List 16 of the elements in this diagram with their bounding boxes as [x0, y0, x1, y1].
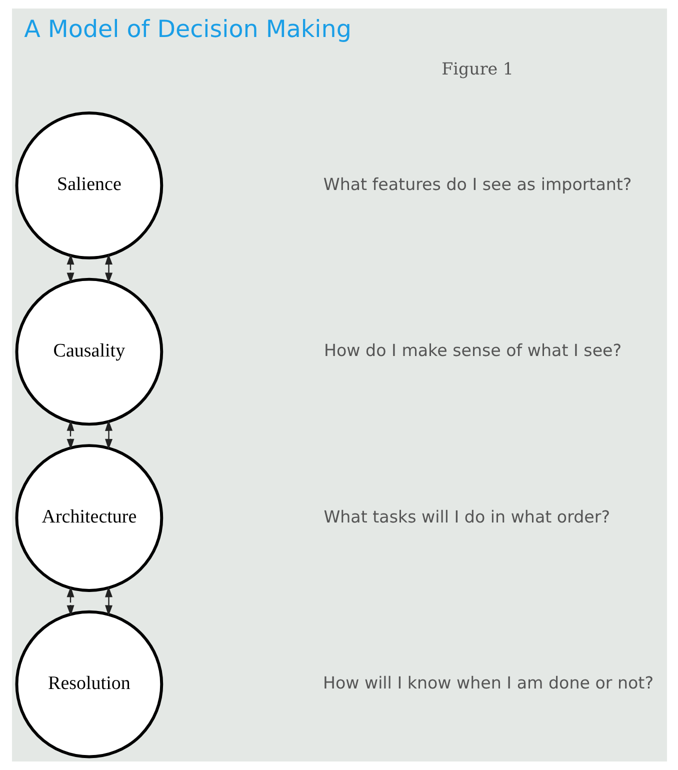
- label: How do I make sense of what I see?: [324, 341, 622, 360]
- node-circle: Causality: [14, 278, 163, 426]
- arrow: [66, 586, 74, 616]
- arrow: [104, 254, 112, 284]
- node-circle: Salience: [14, 112, 163, 260]
- node-circle: Architecture: [14, 444, 163, 592]
- label: Figure 1: [441, 60, 513, 79]
- arrow: [66, 254, 74, 284]
- arrow: [104, 586, 112, 616]
- label: What features do I see as important?: [322, 174, 632, 194]
- arrow: [66, 420, 74, 450]
- diagram-title: A Model of Decision Making: [24, 15, 351, 44]
- label: What tasks will I do in what order?: [323, 507, 610, 526]
- node-circle: Resolution: [14, 610, 163, 758]
- label: How will I know when I am done or not?: [322, 674, 654, 693]
- arrow: [104, 420, 112, 450]
